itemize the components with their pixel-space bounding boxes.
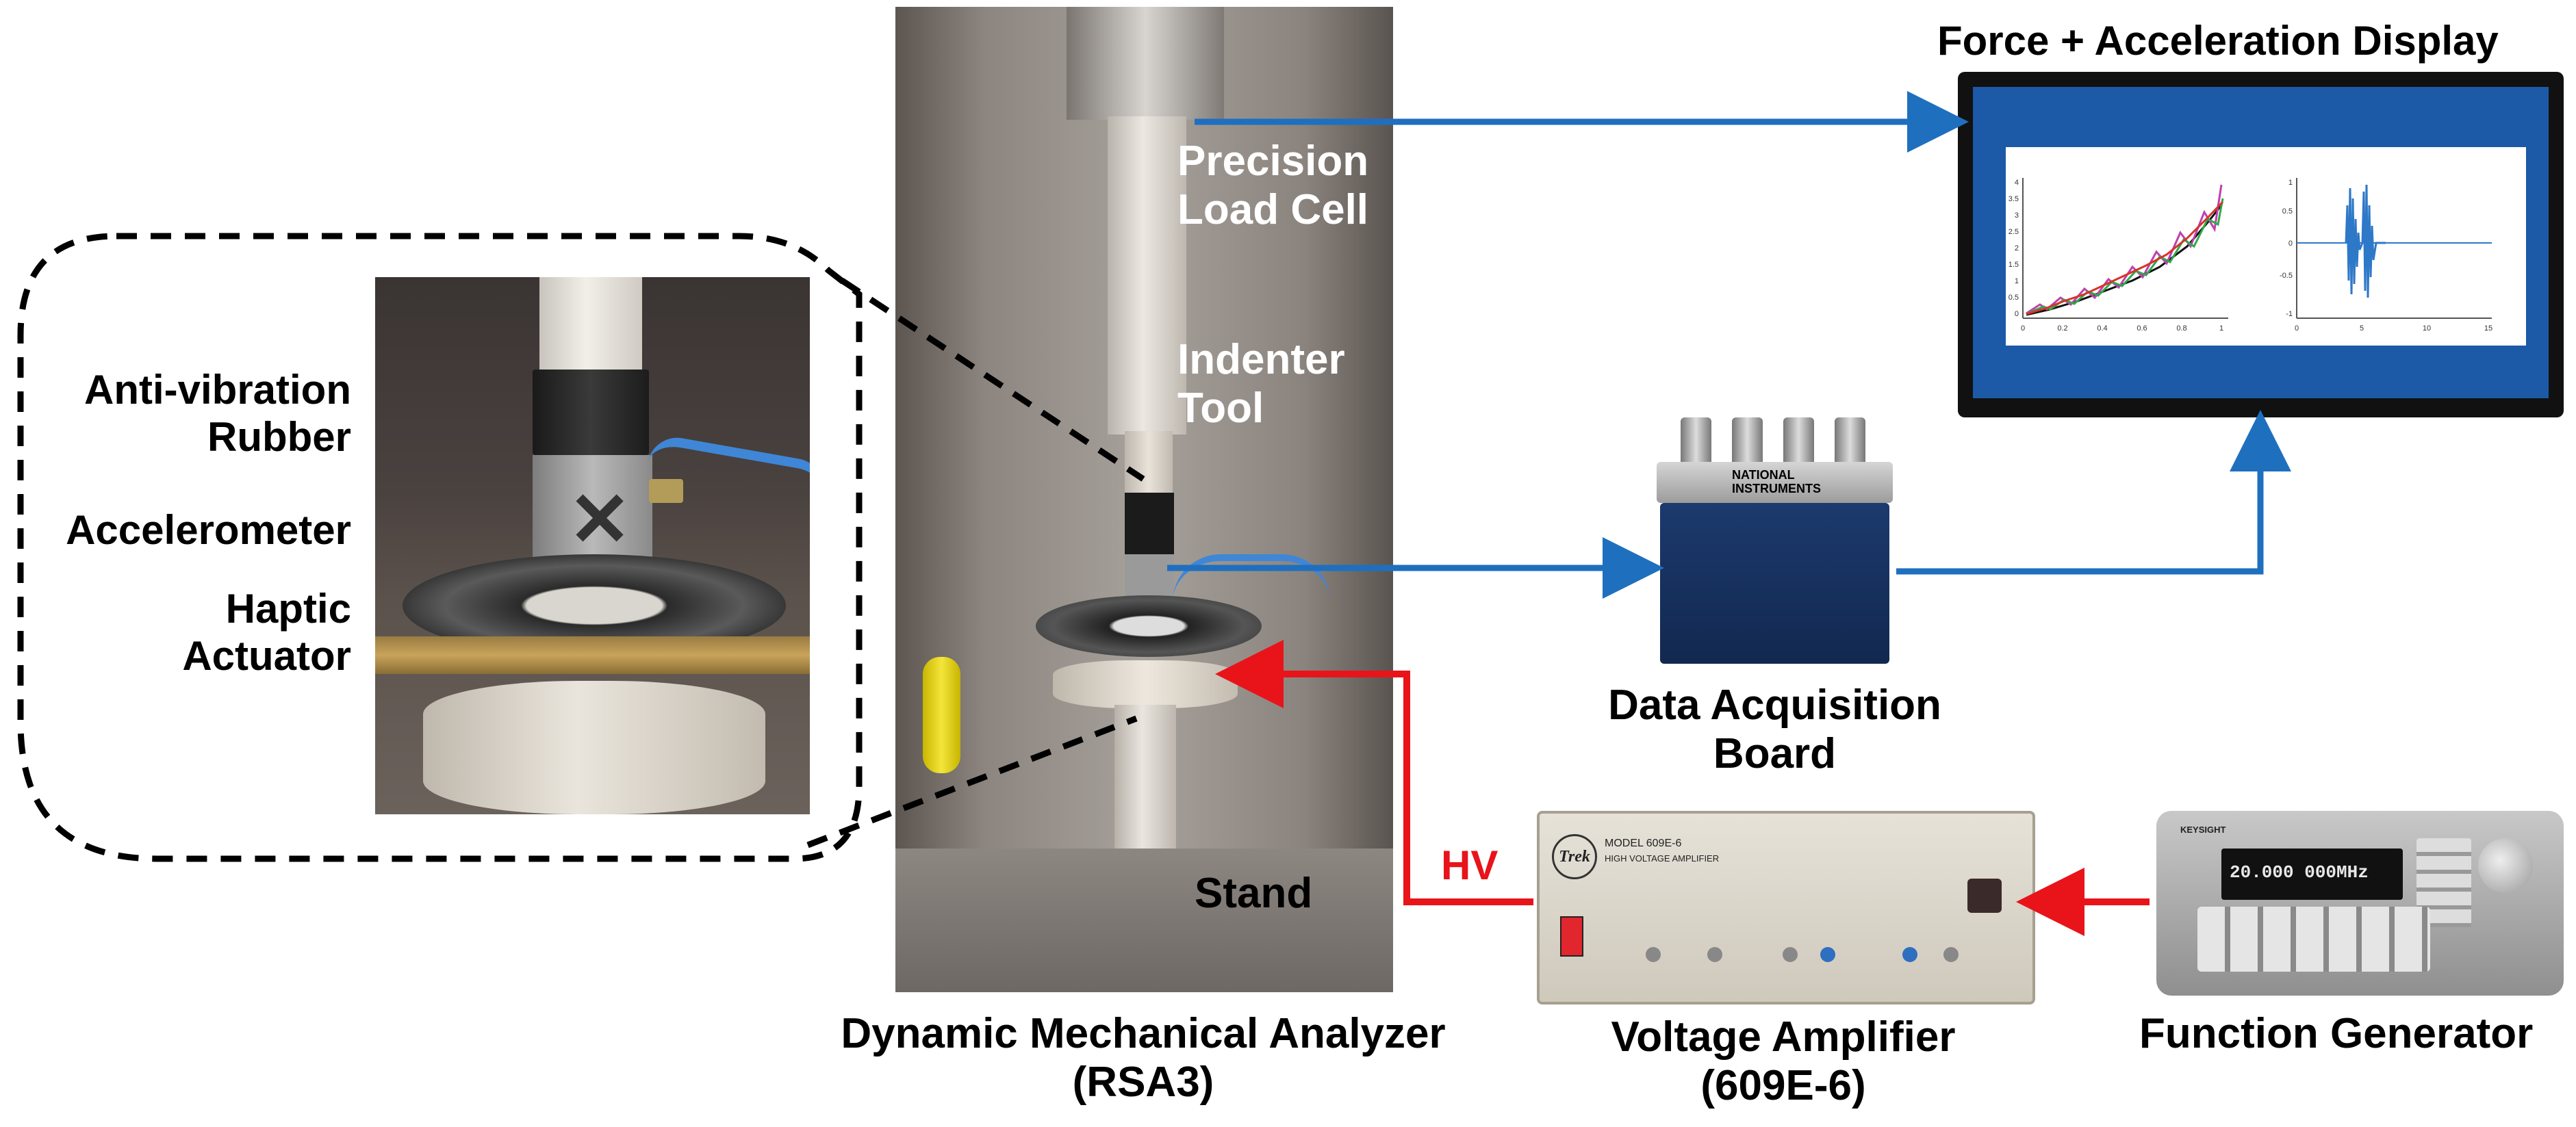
force-plot-y-ticks: 4 3.5 3 2.5 2 1.5 1 0.5 0 (2008, 179, 2019, 318)
amp-knob-5 (1902, 947, 1917, 962)
force-y-tick: 2 (2015, 244, 2019, 252)
dma-base-cylinder (1053, 660, 1238, 708)
dma-floor (895, 849, 1393, 992)
inset-accelerometer-x-icon: ✕ (568, 478, 632, 562)
daq-body (1660, 503, 1889, 664)
accel-x-tick: 15 (2484, 324, 2492, 333)
accel-x-tick: 0 (2295, 324, 2299, 333)
force-x-tick: 0.2 (2057, 324, 2067, 333)
accel-y-tick: 0.5 (2282, 207, 2293, 216)
function-generator: KEYSIGHT 20.000 000MHz (2156, 811, 2564, 996)
accel-plot: 1 0.5 0 -0.5 -1 0 5 10 15 (2280, 178, 2492, 333)
amp-model: MODEL 609E-6 (1605, 838, 1682, 849)
force-y-tick: 1.5 (2008, 261, 2019, 269)
force-x-tick: 0.6 (2137, 324, 2147, 333)
amp-knob-4 (1820, 947, 1835, 962)
force-curve-black (2026, 205, 2223, 316)
daq-top-face: NATIONAL INSTRUMENTS (1657, 462, 1893, 503)
dma-cable (1173, 554, 1330, 602)
label-amplifier: Voltage Amplifier (609E-6) (1611, 1013, 1956, 1110)
force-x-tick: 1 (2219, 324, 2223, 333)
arrow-daq-to-display (1896, 410, 2291, 575)
label-force-display: Force + Acceleration Display (1937, 18, 2499, 64)
amp-subtitle: HIGH VOLTAGE AMPLIFIER (1605, 853, 1720, 864)
label-load-cell: Precision Load Cell (1177, 138, 1369, 234)
force-y-tick: 4 (2015, 179, 2019, 187)
accel-burst-1 (2345, 187, 2364, 295)
inset-rubber-block (533, 370, 649, 455)
amp-knob-2 (1707, 947, 1722, 962)
label-dma: Dynamic Mechanical Analyzer (RSA3) (841, 1010, 1446, 1106)
accel-plot-y-ticks: 1 0.5 0 -0.5 -1 (2280, 179, 2293, 318)
fg-brand: KEYSIGHT (2180, 825, 2226, 835)
fg-freq-readout: 20.000 000MHz (2230, 862, 2369, 883)
amp-knob-1 (1646, 947, 1661, 962)
force-x-tick: 0 (2021, 324, 2025, 333)
force-y-tick: 1 (2015, 277, 2019, 285)
fg-buttons (2197, 907, 2430, 972)
amp-knob-3 (1783, 947, 1798, 962)
label-haptic-actuator: Haptic Actuator (182, 586, 351, 679)
force-plot: 4 3.5 3 2.5 2 1.5 1 0.5 0 0 0.2 0.4 0.6 … (2008, 178, 2228, 333)
label-indenter: Indenter Tool (1177, 336, 1345, 432)
accel-plot-x-ticks: 0 5 10 15 (2295, 324, 2492, 333)
force-x-tick: 0.4 (2097, 324, 2107, 333)
force-y-tick: 3.5 (2008, 195, 2019, 203)
daq-bnc-4 (1835, 417, 1865, 469)
dma-load-cell-column (1108, 116, 1186, 435)
accel-y-tick: 0 (2288, 239, 2293, 248)
accel-x-tick: 10 (2423, 324, 2431, 333)
label-daq: Data Acquisition Board (1608, 682, 1941, 778)
label-anti-vibration: Anti-vibration Rubber (84, 367, 351, 460)
fg-display: 20.000 000MHz (2221, 849, 2403, 900)
force-curve-green (2026, 198, 2224, 315)
daq-bnc-3 (1783, 417, 1814, 469)
daq-bnc-2 (1732, 417, 1763, 469)
dma-top-mount (1067, 7, 1224, 120)
daq-board: NATIONAL INSTRUMENTS (1657, 417, 1893, 664)
accel-burst-2 (2361, 184, 2386, 298)
daq-brand: NATIONAL INSTRUMENTS (1732, 468, 1821, 495)
force-x-tick: 0.8 (2176, 324, 2186, 333)
dma-photo (895, 7, 1393, 992)
amp-power-switch (1560, 916, 1583, 957)
inset-photo: ✕ (375, 277, 810, 814)
monitor-screen (1973, 87, 2549, 398)
label-function-generator: Function Generator (2139, 1010, 2534, 1057)
force-plot-x-ticks: 0 0.2 0.4 0.6 0.8 1 (2021, 324, 2223, 333)
voltage-amplifier: Trek MODEL 609E-6 HIGH VOLTAGE AMPLIFIER (1537, 811, 2035, 1005)
callout-line-bottom (806, 715, 1138, 849)
amp-output-jack (1967, 879, 2002, 913)
callout-line-top (840, 278, 1145, 482)
arrow-hv-to-actuator (1215, 640, 1533, 905)
force-y-tick: 2.5 (2008, 228, 2019, 236)
force-curve-magenta (2026, 184, 2223, 315)
force-y-tick: 3 (2015, 211, 2019, 220)
callout-outline (17, 233, 863, 862)
fg-knob (2478, 838, 2533, 893)
accel-y-tick: -1 (2286, 310, 2293, 318)
inset-screw (649, 479, 683, 503)
monitor-plot-area (2006, 147, 2526, 346)
label-accelerometer: Accelerometer (66, 507, 351, 553)
inset-white-shaft (539, 277, 642, 373)
dma-yellow-clip (923, 657, 960, 773)
amp-logo: Trek (1552, 834, 1597, 879)
force-y-tick: 0 (2015, 310, 2019, 318)
accel-x-tick: 5 (2360, 324, 2364, 333)
inset-bronze-plate (375, 636, 810, 674)
daq-bnc-1 (1681, 417, 1711, 469)
inset-white-base (423, 681, 765, 814)
accel-y-tick: 1 (2288, 179, 2293, 187)
force-curve-red (2026, 200, 2224, 315)
dma-rubber (1125, 493, 1174, 558)
amp-knob-6 (1943, 947, 1959, 962)
force-y-tick: 0.5 (2008, 294, 2019, 302)
label-hv: HV (1441, 842, 1499, 888)
monitor (1958, 72, 2564, 417)
label-stand: Stand (1195, 870, 1313, 917)
dma-accelerometer (1125, 554, 1174, 602)
accel-y-tick: -0.5 (2280, 272, 2293, 280)
